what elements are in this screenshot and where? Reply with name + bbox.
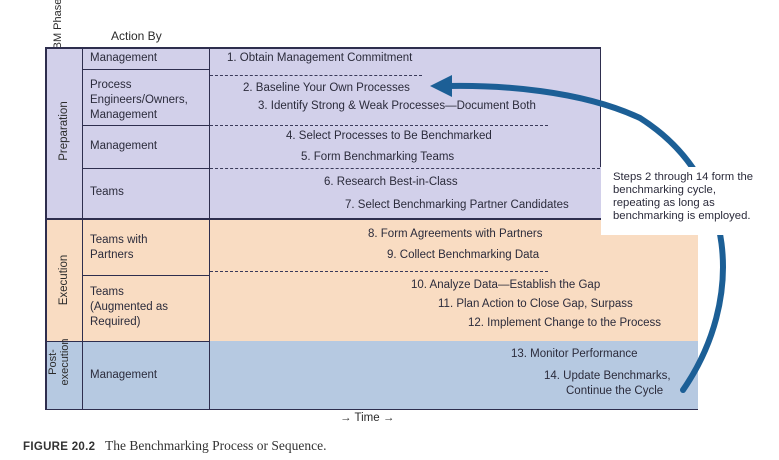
step-2: 2. Baseline Your Own Processes bbox=[243, 82, 410, 94]
actor-row-1: Management bbox=[90, 52, 158, 64]
figure-number: FIGURE 20.2 bbox=[23, 441, 96, 453]
row-divider-5 bbox=[82, 275, 210, 276]
time-arrow-left-icon: → bbox=[340, 412, 352, 424]
outer-left-border bbox=[45, 47, 47, 410]
step-4: 4. Select Processes to Be Benchmarked bbox=[286, 130, 492, 142]
action-by-label: Action By bbox=[111, 29, 162, 43]
time-axis: → Time → bbox=[340, 412, 394, 426]
step-12: 12. Implement Change to the Process bbox=[468, 317, 662, 329]
bottom-border bbox=[45, 409, 698, 411]
phase-column-divider bbox=[82, 47, 84, 410]
dashed-divider-4 bbox=[210, 271, 548, 272]
prep-right-border bbox=[600, 47, 602, 167]
cycle-callout: Steps 2 through 14 form the benchmarking… bbox=[601, 167, 769, 235]
cycle-arrow-path bbox=[444, 82, 726, 393]
step-1: 1. Obtain Management Commitment bbox=[227, 52, 413, 64]
step-3: 3. Identify Strong & Weak Processes—Docu… bbox=[258, 100, 536, 112]
step-6: 6. Research Best-in-Class bbox=[324, 176, 458, 188]
phase-boundary-prep-exec bbox=[45, 218, 601, 220]
execution-band bbox=[45, 219, 698, 341]
figure-caption: FIGURE 20.2 The Benchmarking Process or … bbox=[23, 438, 327, 454]
time-arrow-right-icon: → bbox=[382, 412, 395, 424]
step-7: 7. Select Benchmarking Partner Candidate… bbox=[345, 199, 569, 211]
dashed-divider-2 bbox=[210, 125, 548, 126]
actor-row-6: Teams (Augmented as Required) bbox=[90, 286, 168, 328]
phase-boundary-exec-post bbox=[45, 341, 210, 343]
step-14-line-2: Continue the Cycle bbox=[566, 385, 664, 397]
figure-caption-text: The Benchmarking Process or Sequence. bbox=[104, 438, 327, 453]
actor-row-4: Teams bbox=[90, 186, 124, 198]
outer-top-border bbox=[45, 47, 601, 49]
step-9: 9. Collect Benchmarking Data bbox=[387, 249, 540, 261]
time-label: Time bbox=[354, 412, 380, 424]
actor-row-7: Management bbox=[90, 369, 158, 381]
dashed-divider-3 bbox=[210, 168, 600, 169]
actor-column-divider bbox=[209, 47, 211, 410]
step-11: 11. Plan Action to Close Gap, Surpass bbox=[438, 298, 633, 310]
step-10: 10. Analyze Data—Establish the Gap bbox=[411, 279, 601, 291]
actor-row-3: Management bbox=[90, 140, 158, 152]
step-14-line-1: 14. Update Benchmarks, bbox=[544, 370, 671, 382]
actor-row-2: Process Engineers/Owners, Management bbox=[90, 79, 188, 121]
post-execution-band bbox=[45, 341, 698, 410]
cycle-arrow-head bbox=[430, 75, 452, 97]
dashed-divider-1 bbox=[210, 75, 422, 76]
row-divider-1 bbox=[82, 69, 210, 70]
actor-row-5: Teams with Partners bbox=[90, 234, 148, 261]
row-divider-2 bbox=[82, 125, 210, 126]
step-13: 13. Monitor Performance bbox=[511, 348, 638, 360]
step-5: 5. Form Benchmarking Teams bbox=[301, 151, 455, 163]
step-8: 8. Form Agreements with Partners bbox=[368, 228, 543, 240]
row-divider-3 bbox=[82, 168, 210, 169]
